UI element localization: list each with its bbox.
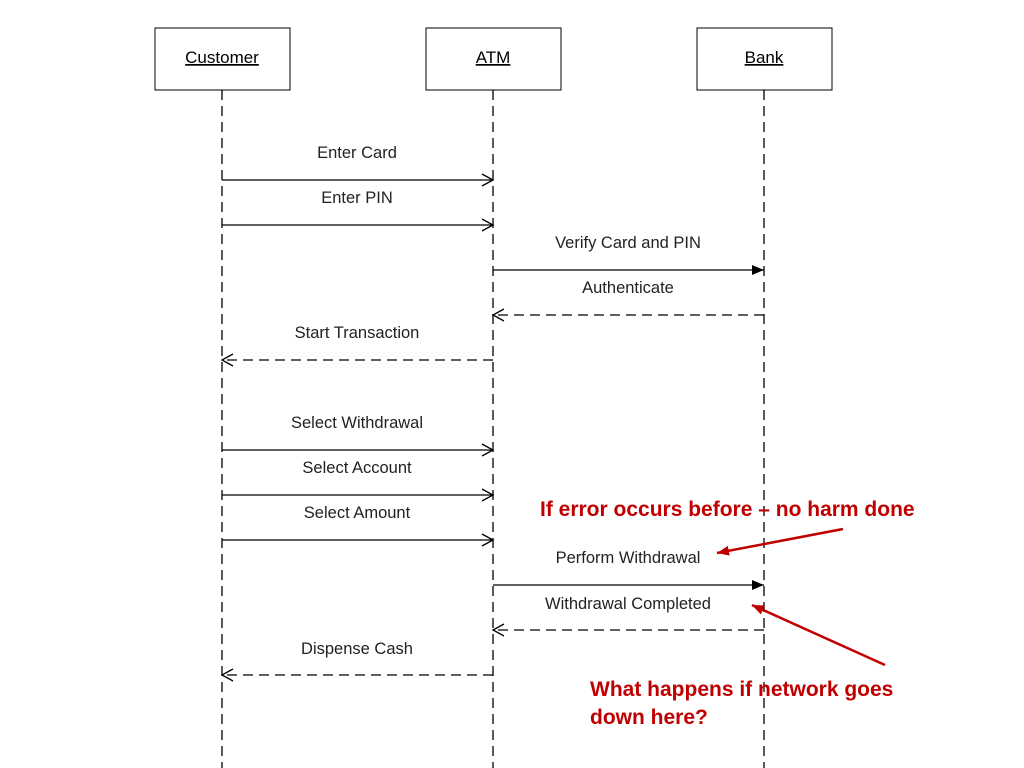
actor-bank-box <box>696 27 833 91</box>
actor-atm: ATM <box>425 27 562 91</box>
message-label: Select Withdrawal <box>291 414 423 432</box>
message-authenticate: Authenticate <box>491 279 764 322</box>
message-label: Enter PIN <box>321 189 393 207</box>
annotation-text-line-2: down here? <box>590 706 708 729</box>
actor-bank: Bank <box>696 27 833 91</box>
actor-atm-label: ATM <box>476 48 511 67</box>
actor-bank-label: Bank <box>745 48 784 67</box>
message-start-transaction: Start Transaction <box>220 324 493 367</box>
message-label: Select Account <box>302 459 412 477</box>
message-enter-card: Enter Card <box>222 144 495 187</box>
message-label: Dispense Cash <box>301 640 413 658</box>
message-verify-card-and-pin: Verify Card and PIN <box>493 234 764 275</box>
actor-customer: Customer <box>154 27 291 91</box>
actor-atm-box <box>425 27 562 91</box>
message-label: Authenticate <box>582 279 674 297</box>
actor-customer-box <box>154 27 291 91</box>
annotation-text: If error occurs before – no harm done <box>540 498 915 521</box>
annotation-text-line-1: What happens if network goes <box>590 678 893 701</box>
annotation-arrow <box>751 603 886 667</box>
message-label: Select Amount <box>304 504 411 522</box>
message-label: Start Transaction <box>295 324 420 342</box>
message-select-account: Select Account <box>222 459 495 502</box>
message-dispense-cash: Dispense Cash <box>220 640 493 682</box>
annotation-network-down: What happens if network goes down here? <box>590 603 893 729</box>
actor-customer-label: Customer <box>185 48 259 67</box>
annotation-arrow <box>716 527 844 556</box>
message-enter-pin: Enter PIN <box>222 189 495 232</box>
message-select-amount: Select Amount <box>222 504 495 547</box>
message-label: Perform Withdrawal <box>556 549 701 567</box>
message-label: Verify Card and PIN <box>555 234 701 252</box>
annotation-no-harm: If error occurs before – no harm done <box>540 498 915 556</box>
message-label: Withdrawal Completed <box>545 595 711 613</box>
message-select-withdrawal: Select Withdrawal <box>222 414 495 457</box>
message-withdrawal-completed: Withdrawal Completed <box>491 595 764 637</box>
message-label: Enter Card <box>317 144 397 162</box>
message-perform-withdrawal: Perform Withdrawal <box>493 549 764 590</box>
